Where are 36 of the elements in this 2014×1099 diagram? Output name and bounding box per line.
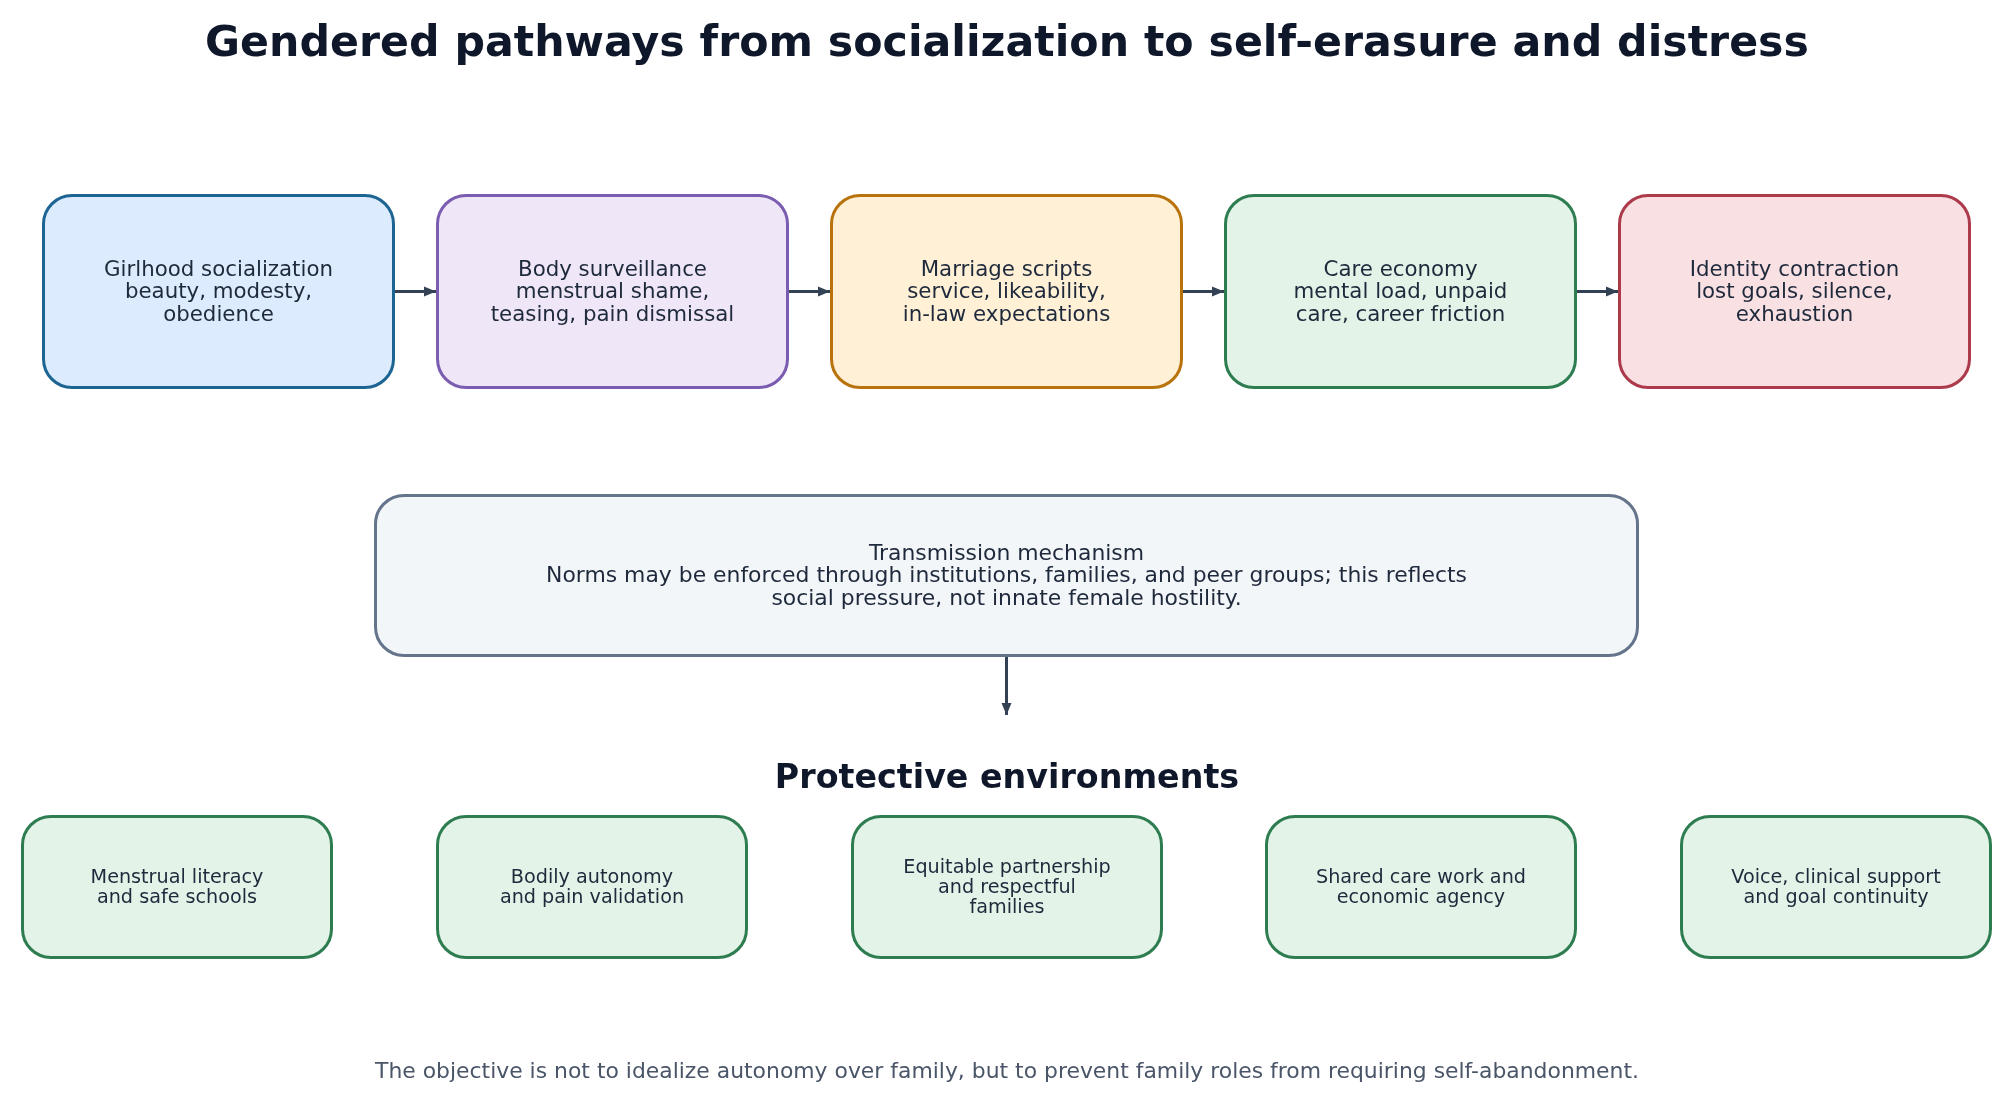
stage-description: beauty, modesty, obedience bbox=[123, 280, 314, 326]
factor-text: Bodily autonomy and pain validation bbox=[498, 866, 686, 908]
stage-box bbox=[436, 194, 789, 389]
protective-factor-box bbox=[1265, 815, 1577, 959]
stage-title: Identity contraction bbox=[1689, 257, 1900, 281]
factor-text: Equitable partnership and respectful families bbox=[902, 856, 1112, 918]
factor-text: Shared care work and economic agency bbox=[1315, 866, 1527, 908]
stage-title: Care economy bbox=[1323, 257, 1478, 281]
arrow bbox=[1577, 286, 1618, 297]
protective-factor-box bbox=[21, 815, 333, 959]
stage-box bbox=[1618, 194, 1971, 389]
factor-text: Voice, clinical support and goal continuity bbox=[1730, 866, 1942, 908]
mechanism-box bbox=[374, 494, 1639, 657]
stage-box bbox=[830, 194, 1183, 389]
factor-text: Menstrual literacy and safe schools bbox=[89, 866, 265, 908]
arrow bbox=[1183, 286, 1224, 297]
arrow bbox=[1001, 657, 1012, 715]
protective-factor-box bbox=[1680, 815, 1992, 959]
section-heading: Protective environments bbox=[774, 756, 1240, 796]
arrow bbox=[395, 286, 436, 297]
diagram-title: Gendered pathways from socialization to self-erasure and distress bbox=[205, 16, 1809, 66]
stage-title: Marriage scripts bbox=[920, 257, 1093, 281]
stage-box bbox=[42, 194, 395, 389]
stage-title: Body surveillance bbox=[518, 257, 707, 281]
protective-factor-box bbox=[436, 815, 748, 959]
mechanism-title: Transmission mechanism bbox=[868, 541, 1145, 565]
protective-factor-box bbox=[851, 815, 1163, 959]
caption-text: The objective is not to idealize autonomy over family, but to prevent family roles from requiring self-abandonment. bbox=[375, 1057, 1639, 1083]
stage-title: Girlhood socialization bbox=[104, 257, 333, 281]
stage-box bbox=[1224, 194, 1577, 389]
arrow bbox=[789, 286, 830, 297]
stage-description: mental load, unpaid care, career friction bbox=[1292, 280, 1509, 326]
mechanism-description: Norms may be enforced through institutions, families, and peer groups; this reflects social pressure, not innate female hostility. bbox=[545, 564, 1468, 610]
stage-description: lost goals, silence, exhaustion bbox=[1696, 280, 1894, 326]
stage-description: menstrual shame, teasing, pain dismissal bbox=[489, 280, 736, 326]
stage-description: service, likeability, in-law expectations bbox=[901, 280, 1112, 326]
